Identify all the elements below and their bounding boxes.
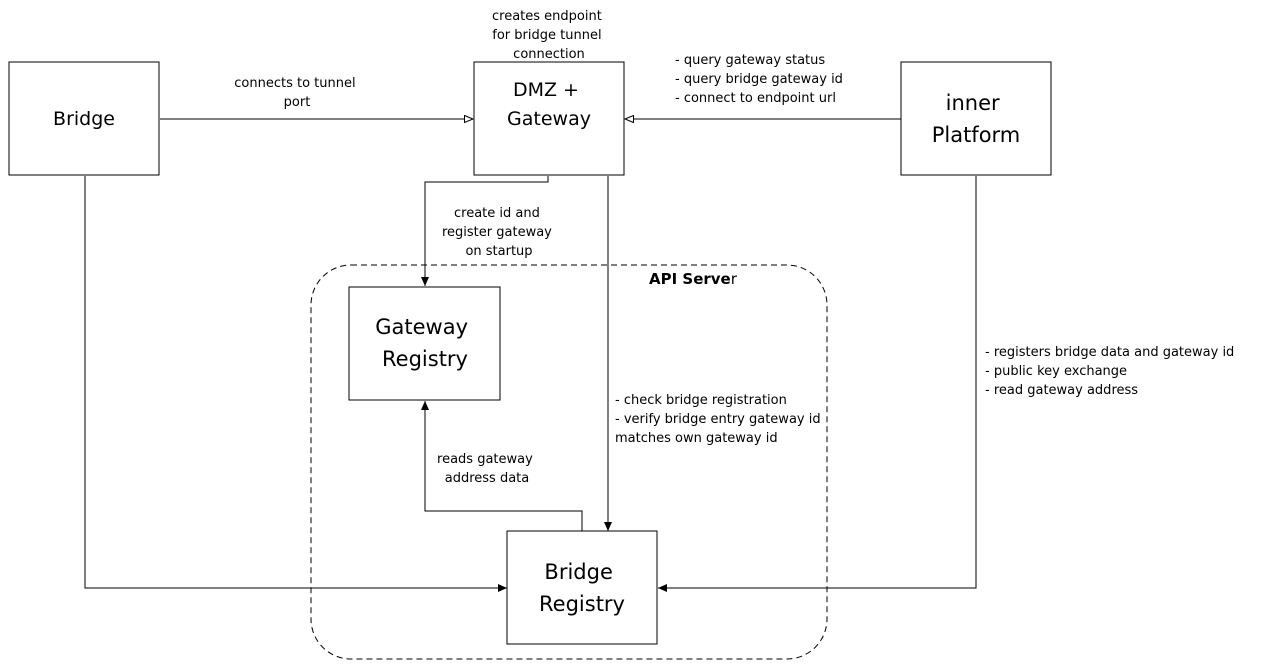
node-dmz-gateway-label: DMZ + Gateway — [507, 79, 591, 130]
label-dmz-endpoint-line-3: connection — [513, 47, 585, 62]
edge-dmz-to-gateway-registry — [421, 176, 549, 286]
label-dmz-to-gateway-registry: create id and register gateway on startu… — [442, 206, 556, 259]
node-dmz-gateway-line-2: Gateway — [507, 108, 591, 130]
node-bridge-registry-line-2: Registry — [539, 592, 625, 616]
label-platform-to-bridge-registry-line-3: - read gateway address — [985, 383, 1138, 398]
label-dmz-to-gateway-registry-line-1: create id and — [454, 206, 540, 221]
node-gateway-registry-label: Gateway Registry — [375, 315, 474, 371]
label-bridge-to-dmz-line-1: connects to tunnel — [234, 76, 355, 91]
label-dmz-to-bridge-registry-line-3: matches own gateway id — [615, 431, 778, 446]
node-gateway-registry-box — [348, 286, 501, 401]
label-dmz-to-bridge-registry-line-1: - check bridge registration — [615, 393, 787, 408]
node-bridge-box — [8, 61, 160, 176]
label-dmz-endpoint: creates endpoint for bridge tunnel conne… — [492, 9, 606, 62]
node-inner-platform: inner Platform — [900, 61, 1052, 176]
label-bridge-registry-to-gateway-registry: reads gateway address data — [437, 452, 537, 486]
api-server-group — [310, 264, 828, 660]
node-bridge-line-1: Bridge — [53, 108, 115, 130]
node-dmz-gateway-line-1: DMZ + — [513, 79, 579, 101]
node-bridge-registry-line-1: Bridge — [544, 560, 612, 584]
node-dmz-gateway-box — [473, 61, 625, 176]
node-bridge-label: Bridge — [53, 108, 115, 130]
node-bridge-registry-box — [506, 530, 658, 645]
edge-bridge-registry-to-gateway-registry — [421, 401, 583, 531]
node-bridge: Bridge — [8, 61, 160, 176]
edge-platform-to-bridge-registry — [658, 176, 977, 592]
node-inner-platform-label: inner Platform — [932, 91, 1021, 147]
label-dmz-to-gateway-registry-line-3: on startup — [465, 244, 532, 259]
label-platform-to-bridge-registry-line-1: - registers bridge data and gateway id — [985, 345, 1234, 360]
label-platform-to-bridge-registry-line-2: - public key exchange — [985, 364, 1127, 379]
node-inner-platform-line-2: Platform — [932, 123, 1021, 147]
label-platform-to-dmz-line-3: - connect to endpoint url — [675, 91, 836, 106]
node-gateway-registry-line-2: Registry — [382, 347, 468, 371]
node-dmz-gateway: DMZ + Gateway — [473, 61, 625, 176]
node-gateway-registry-line-1: Gateway — [375, 315, 468, 339]
api-server-label: API Server — [649, 270, 738, 288]
label-dmz-endpoint-line-2: for bridge tunnel — [492, 28, 601, 43]
label-platform-to-dmz-line-2: - query bridge gateway id — [675, 72, 843, 87]
label-dmz-endpoint-line-1: creates endpoint — [492, 9, 602, 24]
api-server-label-tail: r — [731, 270, 738, 288]
node-inner-platform-box — [900, 61, 1052, 176]
label-bridge-registry-to-gateway-registry-line-1: reads gateway — [437, 452, 533, 467]
label-platform-to-bridge-registry: - registers bridge data and gateway id -… — [985, 345, 1238, 398]
label-dmz-to-gateway-registry-line-2: register gateway — [442, 225, 552, 240]
node-bridge-registry-label: Bridge Registry — [539, 560, 625, 616]
label-bridge-to-dmz: connects to tunnel port — [234, 76, 359, 110]
label-bridge-registry-to-gateway-registry-line-2: address data — [445, 471, 530, 486]
node-inner-platform-line-1: inner — [946, 91, 1000, 115]
label-bridge-to-dmz-line-2: port — [284, 95, 311, 110]
edge-bridge-to-bridge-registry — [84, 176, 507, 592]
label-platform-to-dmz: - query gateway status - query bridge ga… — [675, 53, 847, 106]
label-dmz-to-bridge-registry-line-2: - verify bridge entry gateway id — [615, 412, 821, 427]
node-gateway-registry: Gateway Registry — [348, 286, 501, 401]
label-dmz-to-bridge-registry: - check bridge registration - verify bri… — [615, 393, 825, 446]
node-bridge-registry: Bridge Registry — [506, 530, 658, 645]
label-platform-to-dmz-line-1: - query gateway status — [675, 53, 825, 68]
api-server-label-bold: API Serve — [649, 270, 731, 288]
